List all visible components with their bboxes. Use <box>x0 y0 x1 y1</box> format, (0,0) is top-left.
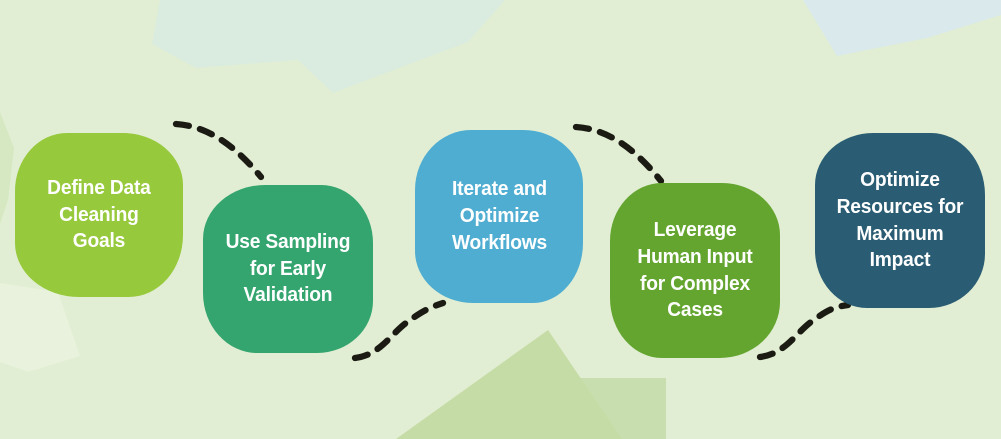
step-label: Define Data Cleaning Goals <box>47 176 151 253</box>
step-card-optimize-resources: Optimize Resources for Maximum Impact <box>815 133 985 308</box>
step-label: Leverage Human Input for Complex Cases <box>637 218 753 322</box>
step-card-use-sampling: Use Sampling for Early Validation <box>203 185 373 353</box>
step-card-human-input: Leverage Human Input for Complex Cases <box>610 183 780 358</box>
step-label: Use Sampling for Early Validation <box>225 230 351 307</box>
connector-arc-step1-step2 <box>172 120 265 181</box>
step-label: Optimize Resources for Maximum Impact <box>836 168 964 272</box>
step-card-define-goals: Define Data Cleaning Goals <box>15 133 183 297</box>
step-label: Iterate and Optimize Workflows <box>451 178 547 254</box>
connector-arc-step3-step4 <box>572 123 665 185</box>
step-card-iterate-optimize: Iterate and Optimize Workflows <box>415 130 583 303</box>
